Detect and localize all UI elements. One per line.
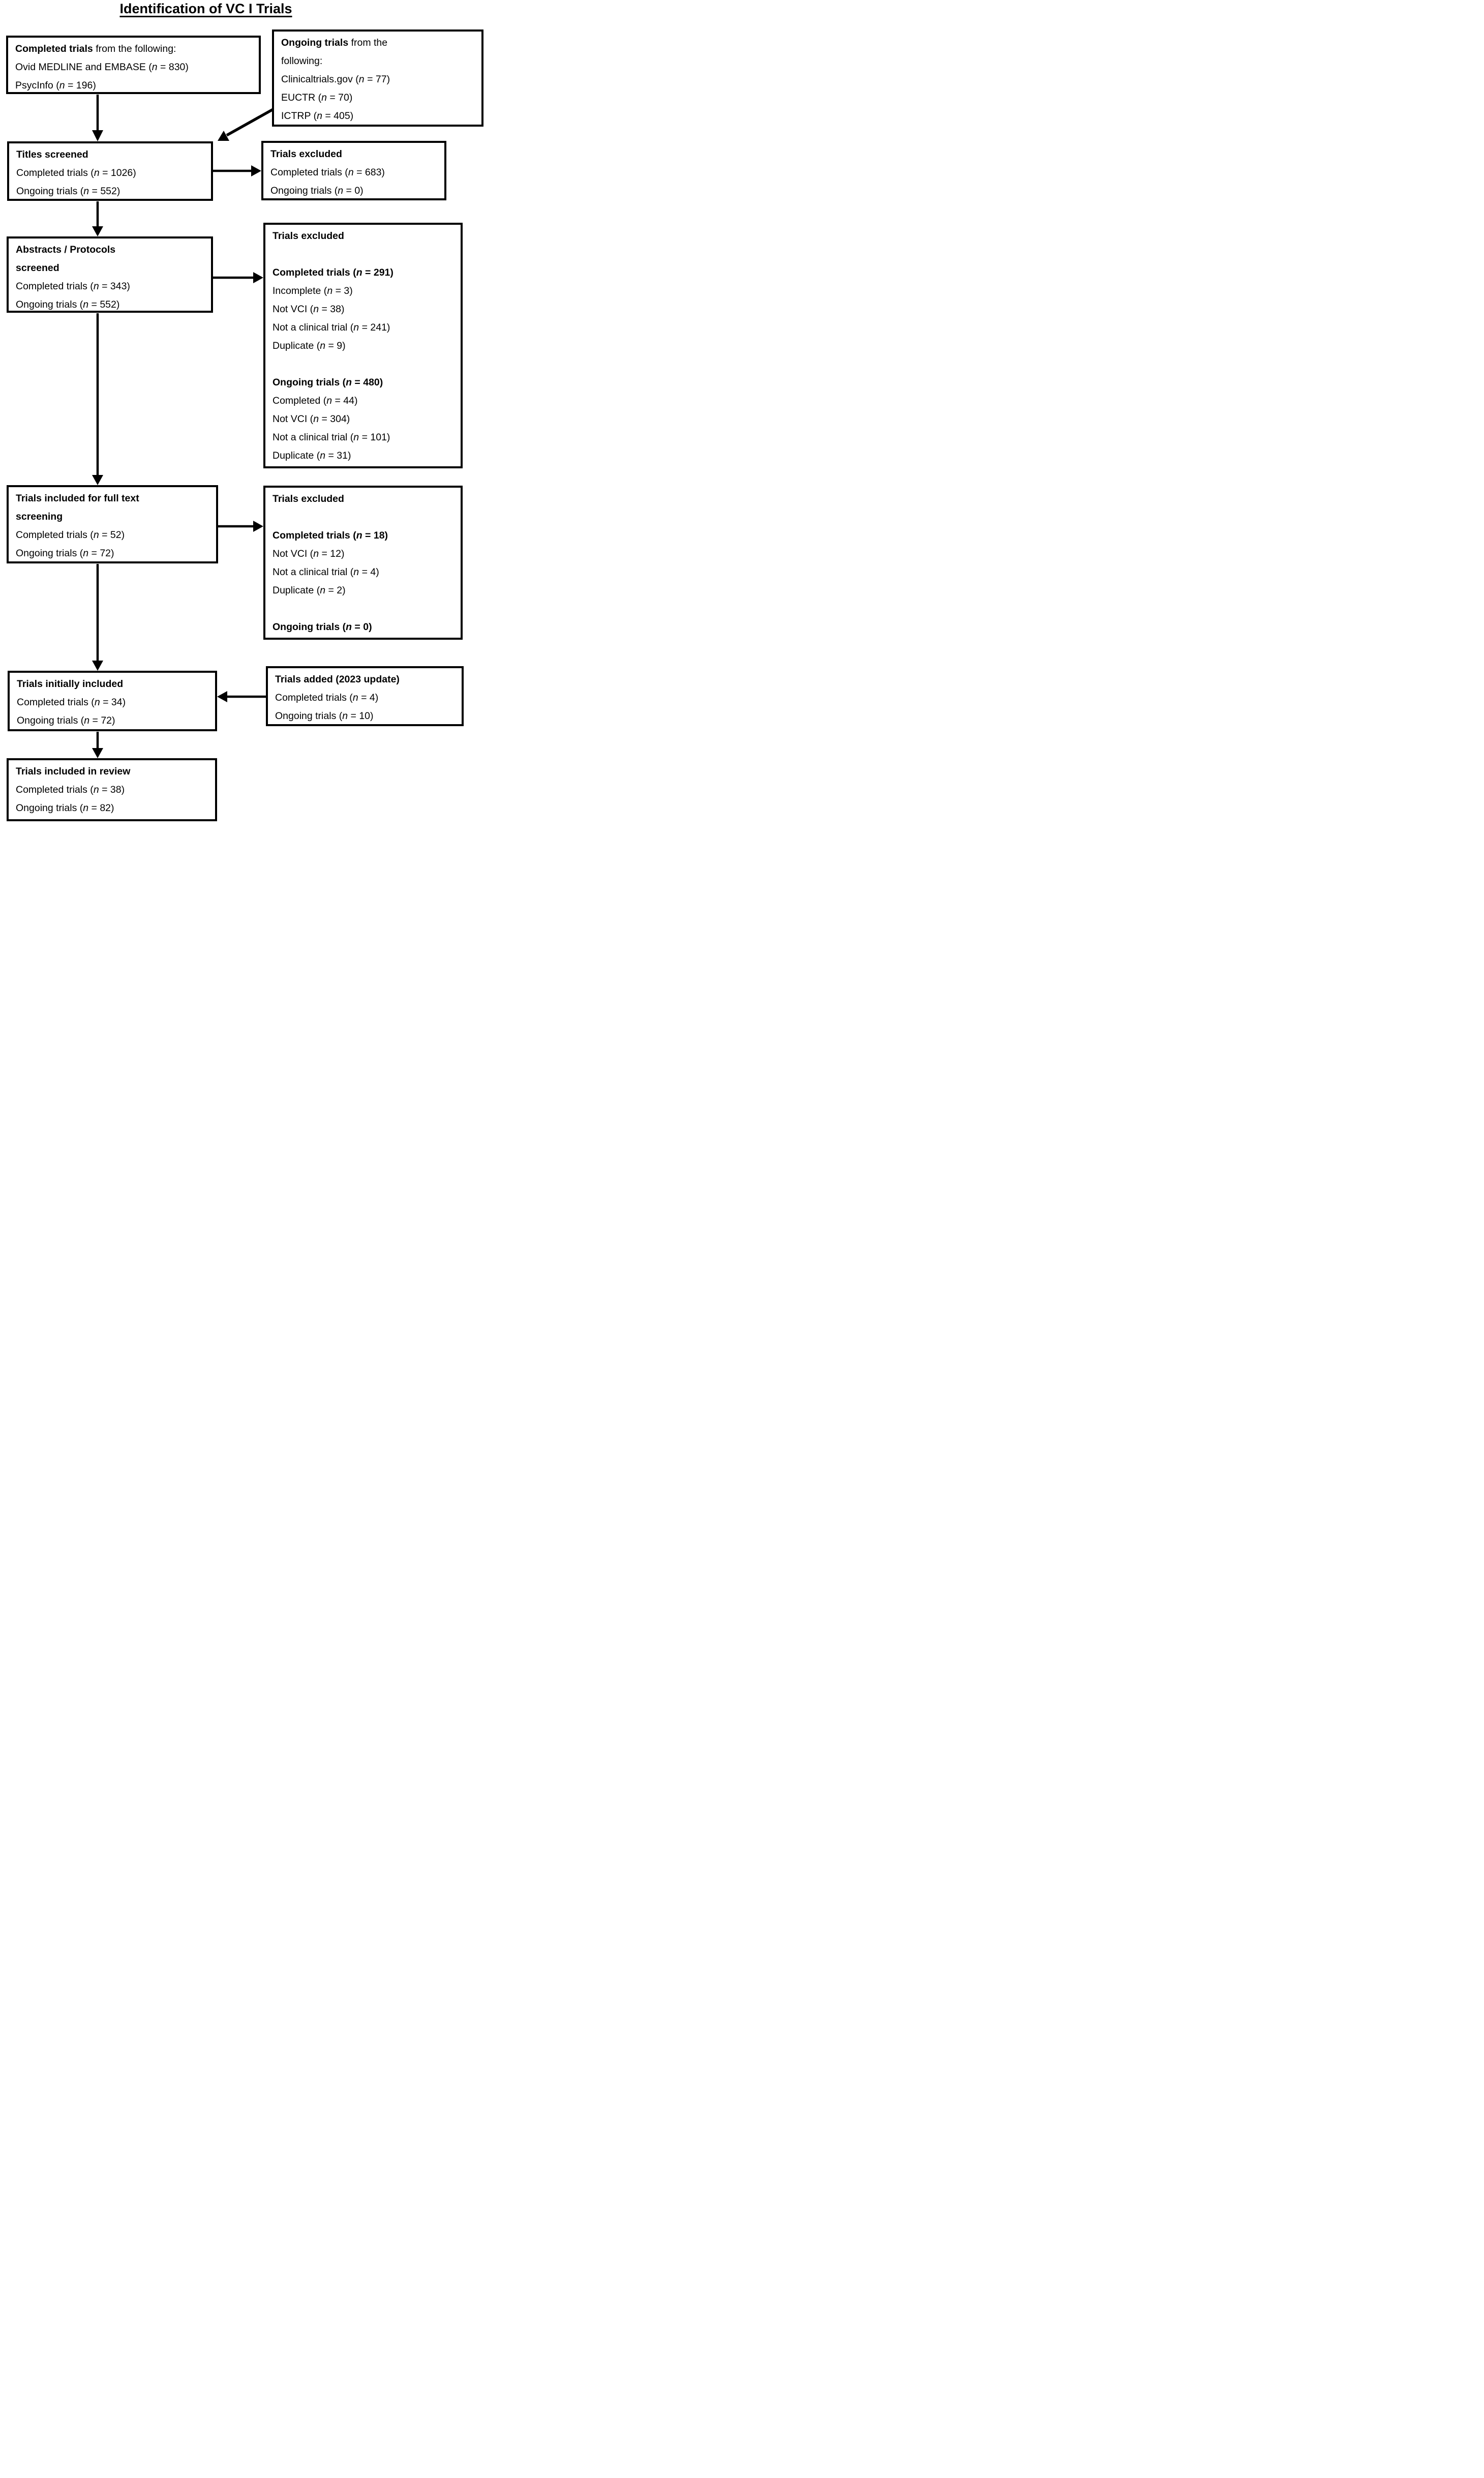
box-line: Not a clinical trial (n = 4) [272, 566, 379, 578]
box-line: Abstracts / Protocols [16, 244, 116, 255]
box-line: Ongoing trials (n = 82) [16, 802, 114, 814]
box-line: Duplicate (n = 2) [272, 585, 346, 596]
box-line: Trials included in review [16, 766, 131, 777]
arrow-abstracts-to-excluded [213, 272, 263, 283]
box-line: Not VCI (n = 304) [272, 413, 350, 425]
flow-diagram: Identification of VC I Trials [0, 0, 495, 826]
box-line: Not a clinical trial (n = 101) [272, 432, 390, 443]
arrow-titles-to-excluded [213, 165, 261, 176]
box-line: Trials added (2023 update) [275, 674, 400, 685]
box-line: screening [16, 511, 63, 522]
box-line: Ongoing trials from the [281, 37, 388, 48]
box-line: Ongoing trials (n = 72) [17, 715, 115, 726]
box-line [272, 245, 458, 263]
box-line: Titles screened [16, 149, 88, 160]
box-line [272, 355, 458, 373]
box-line: PsycInfo (n = 196) [15, 80, 96, 91]
arrow-abstracts-to-fulltext [92, 313, 103, 485]
box-line: Trials excluded [272, 493, 344, 504]
box-line: Completed trials (n = 18) [272, 530, 388, 541]
box-line: Trials excluded [270, 148, 342, 160]
box-line: ICTRP (n = 405) [281, 110, 354, 122]
arrow-initial-to-review [92, 732, 103, 758]
box-line: Not a clinical trial (n = 241) [272, 322, 390, 333]
box-line: Trials excluded [272, 230, 344, 242]
box-line: Ovid MEDLINE and EMBASE (n = 830) [15, 62, 189, 73]
box-line: Completed (n = 44) [272, 395, 358, 406]
box-line: Incomplete (n = 3) [272, 285, 353, 296]
box-source-ongoing: Ongoing trials from the following: Clinica… [272, 29, 483, 127]
box-line: screened [16, 262, 59, 274]
box-line: Completed trials (n = 4) [275, 692, 379, 703]
box-line: Trials included for full text [16, 493, 139, 504]
box-line: Completed trials (n = 683) [270, 167, 385, 178]
box-line: Completed trials from the following: [15, 43, 176, 54]
page-title: Identification of VC I Trials [119, 1, 292, 16]
box-line: Completed trials (n = 343) [16, 281, 130, 292]
box-source-completed: Completed trials from the following: Ovid… [6, 36, 261, 94]
box-line: Ongoing trials (n = 552) [16, 186, 120, 197]
arrow-completed-to-titles [92, 95, 103, 141]
box-line: EUCTR (n = 70) [281, 92, 353, 103]
box-line: Completed trials (n = 34) [17, 697, 126, 708]
box-line [272, 600, 458, 618]
arrow-titles-to-abstracts [92, 201, 103, 236]
box-line [272, 508, 458, 526]
box-line: Ongoing trials (n = 480) [272, 377, 383, 388]
arrow-fulltext-to-excluded [218, 521, 263, 532]
box-line: Ongoing trials (n = 552) [16, 299, 120, 310]
arrow-fulltext-to-initial [92, 564, 103, 671]
box-line: Ongoing trials (n = 0) [270, 185, 364, 196]
box-line: Completed trials (n = 38) [16, 784, 125, 795]
box-line: Ongoing trials (n = 10) [275, 710, 374, 722]
box-line: Ongoing trials (n = 0) [272, 621, 372, 633]
box-line: Not VCI (n = 12) [272, 548, 345, 559]
box-line: Duplicate (n = 31) [272, 450, 351, 461]
box-added-2023: Trials added (2023 update) Completed tria… [266, 666, 464, 726]
box-excluded-fulltext: Trials excluded Completed trials (n = 18… [263, 486, 463, 640]
box-excluded-abstracts: Trials excluded Completed trials (n = 29… [263, 223, 463, 468]
box-line: Completed trials (n = 52) [16, 529, 125, 541]
box-line: Clinicaltrials.gov (n = 77) [281, 74, 390, 85]
box-line: Completed trials (n = 1026) [16, 167, 136, 178]
box-line: Trials initially included [17, 678, 124, 690]
box-line: Completed trials (n = 291) [272, 267, 393, 278]
arrow-ongoing-to-titles [218, 108, 274, 141]
box-line: Ongoing trials (n = 72) [16, 548, 114, 559]
box-line: Not VCI (n = 38) [272, 304, 345, 315]
box-line: following: [281, 55, 323, 67]
arrow-added-to-initial [217, 691, 266, 702]
box-line: Duplicate (n = 9) [272, 340, 346, 351]
